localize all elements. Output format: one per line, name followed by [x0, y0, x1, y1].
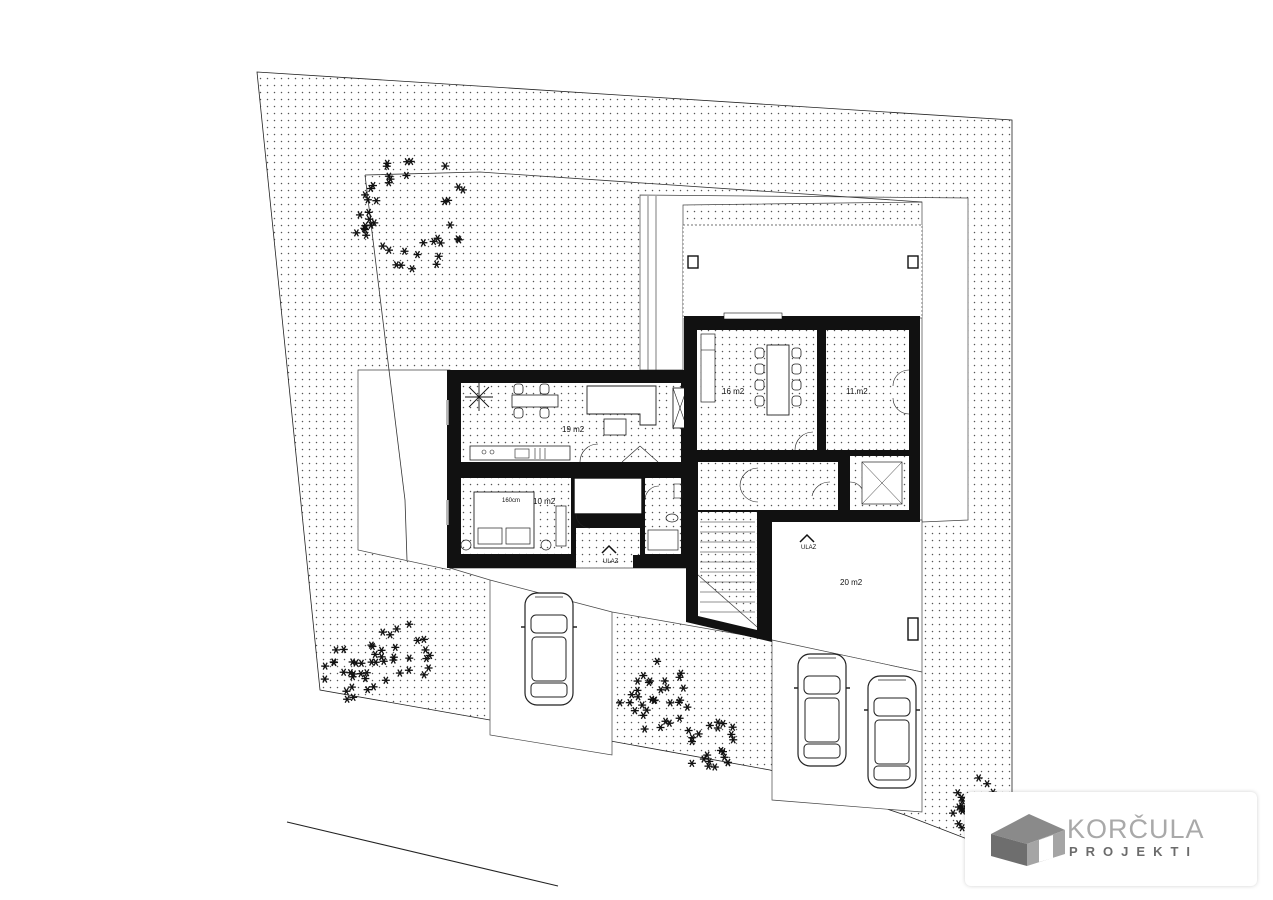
- trees: [320, 157, 1004, 832]
- car-2: [793, 653, 851, 767]
- tree-cluster: [684, 718, 738, 771]
- logo-panel: KORČULA PROJEKTI: [965, 792, 1257, 886]
- tree-cluster: [352, 157, 467, 273]
- room-label-11: 11 m2: [846, 387, 868, 396]
- house-logo-icon: [991, 814, 1065, 866]
- entrance-arrow-icon: [601, 544, 617, 554]
- entrance-label-right: ULAZ: [801, 545, 817, 551]
- room-label-bedroom: 10 m2: [533, 497, 556, 506]
- tree-cluster: [615, 657, 692, 733]
- room-label-dining: 16 m2: [722, 387, 745, 396]
- right-unit: 16 m2 11 m2 20 m2 ULAZ: [684, 312, 920, 642]
- terrace-pergola: [682, 224, 923, 319]
- bed-size-label: 160cm: [502, 498, 520, 504]
- property-line: [364, 171, 923, 203]
- entrance-arrow-icon: [799, 533, 815, 543]
- pavement-left: [357, 369, 451, 571]
- road-edge: [286, 821, 559, 887]
- tree-cluster: [367, 620, 434, 685]
- left-unit: 19 m2 10 m2 160cm ULAZ: [445, 370, 692, 568]
- car-3: [863, 675, 921, 789]
- logo-title: KORČULA: [1067, 814, 1205, 844]
- car-1: [520, 592, 578, 706]
- entrance-label-left: ULAZ: [603, 559, 619, 565]
- tree-cluster: [320, 645, 378, 704]
- room-label-terrace: 20 m2: [840, 578, 863, 587]
- room-label-living: 19 m2: [562, 425, 585, 434]
- logo-subtitle: PROJEKTI: [1069, 844, 1199, 859]
